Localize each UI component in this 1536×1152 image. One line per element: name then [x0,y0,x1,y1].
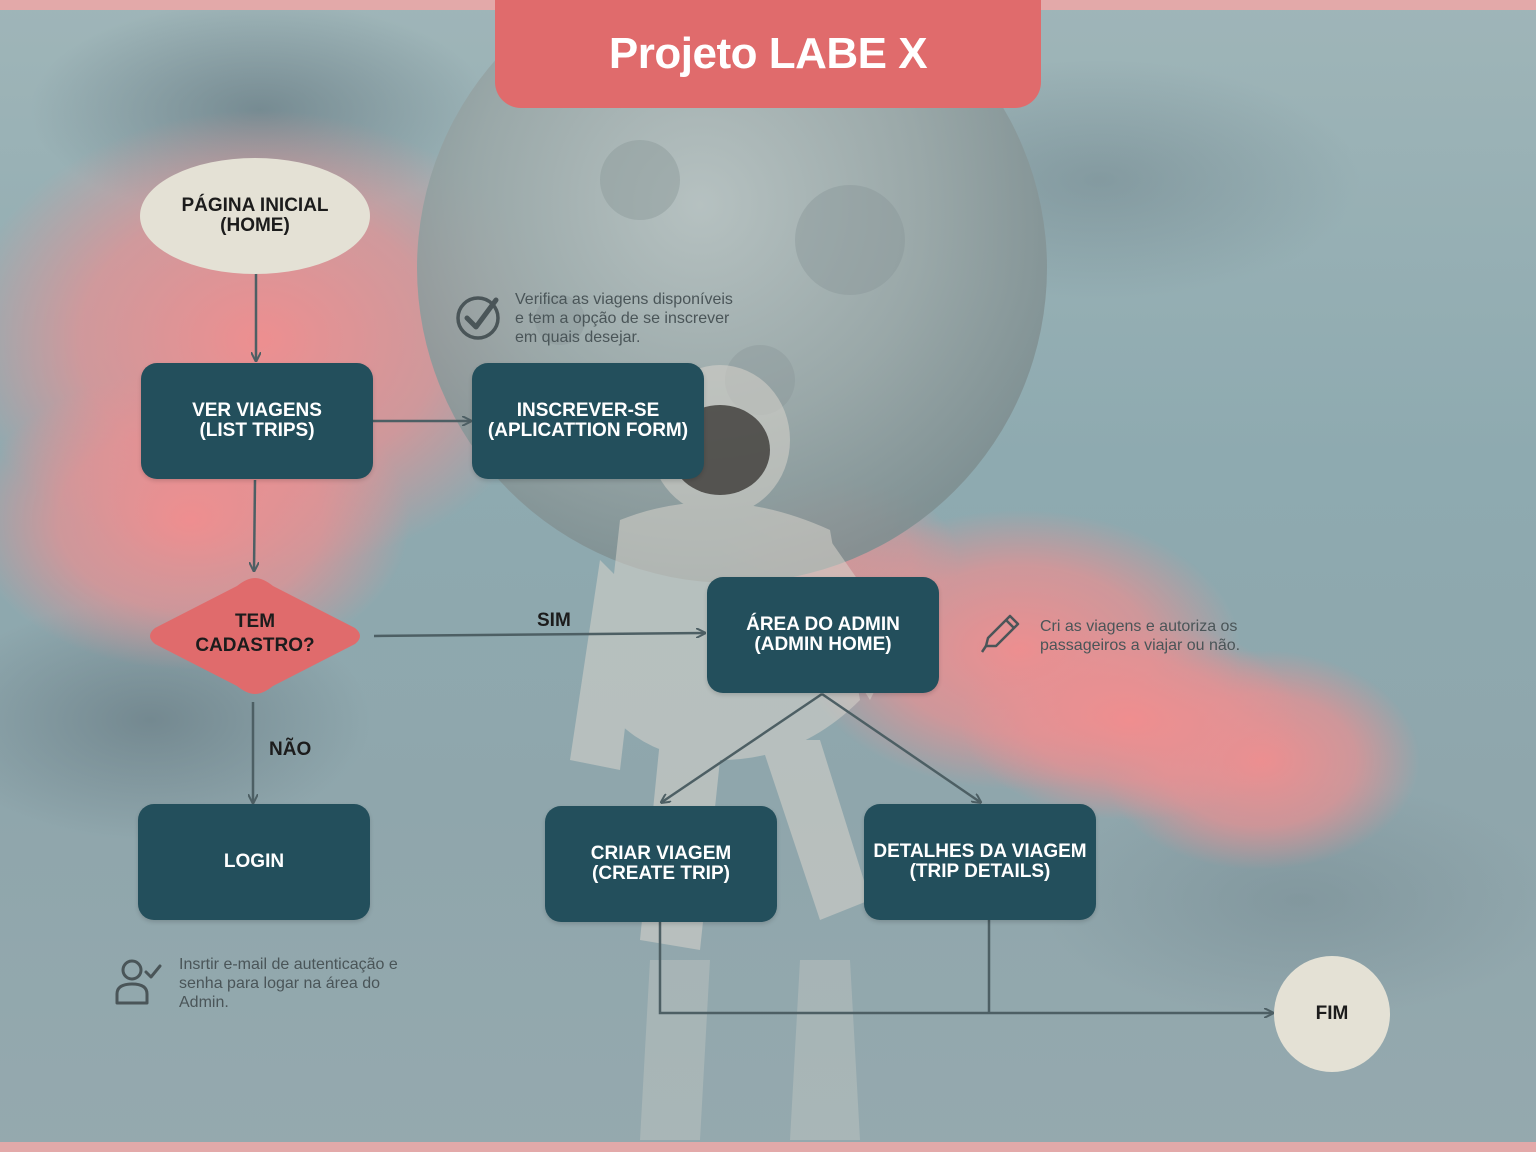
pencil-icon [980,614,1020,653]
edge-admin-to-trip-details [821,692,980,802]
note-list-trips: Verifica as viagens disponíveis e tem a … [515,291,733,346]
node-trip-details: DETALHES DA VIAGEM (TRIP DETAILS) [864,804,1096,920]
node-login: LOGIN [138,804,370,920]
edge-list-trips-to-has-account [254,479,255,570]
node-login-label: LOGIN [223,851,285,872]
node-has-account-label: TEM CADASTRO? [195,611,315,656]
edge-admin-to-create-trip [662,692,823,802]
user-check-icon [115,959,162,1005]
note-admin: Cri as viagens e autoriza os passageiros… [1040,618,1241,654]
node-create-trip: CRIAR VIAGEM (CREATE TRIP) [545,806,777,922]
check-circle-icon [456,296,500,340]
edge-label-no: NÃO [269,739,312,760]
note-login: Insrtir e-mail de autenticação e senha p… [179,956,398,1011]
node-list-trips-label: VER VIAGENS (LIST TRIPS) [192,400,322,441]
node-home: PÁGINA INICIAL (HOME) [140,158,370,274]
node-application-form: INSCREVER-SE (APLICATTION FORM) [472,363,704,479]
bottom-accent-strip [0,1142,1536,1152]
node-home-label: PÁGINA INICIAL (HOME) [181,195,329,236]
edge-create-trip-to-end [658,920,1272,1013]
page-title: Projeto LABE X [608,29,928,78]
node-list-trips: VER VIAGENS (LIST TRIPS) [141,363,373,479]
node-trip-details-label: DETALHES DA VIAGEM (TRIP DETAILS) [873,841,1087,882]
edge-label-yes: SIM [537,610,571,631]
node-has-account [150,578,360,694]
node-admin-home-label: ÁREA DO ADMIN (ADMIN HOME) [746,614,900,655]
node-application-form-label: INSCREVER-SE (APLICATTION FORM) [487,400,689,441]
node-admin-home: ÁREA DO ADMIN (ADMIN HOME) [707,577,939,693]
title-banner: Projeto LABE X [495,0,1041,108]
node-create-trip-label: CRIAR VIAGEM (CREATE TRIP) [590,843,732,884]
edge-has-account-to-admin [373,633,704,636]
node-end-label: FIM [1315,1003,1349,1024]
node-end: FIM [1274,956,1390,1072]
